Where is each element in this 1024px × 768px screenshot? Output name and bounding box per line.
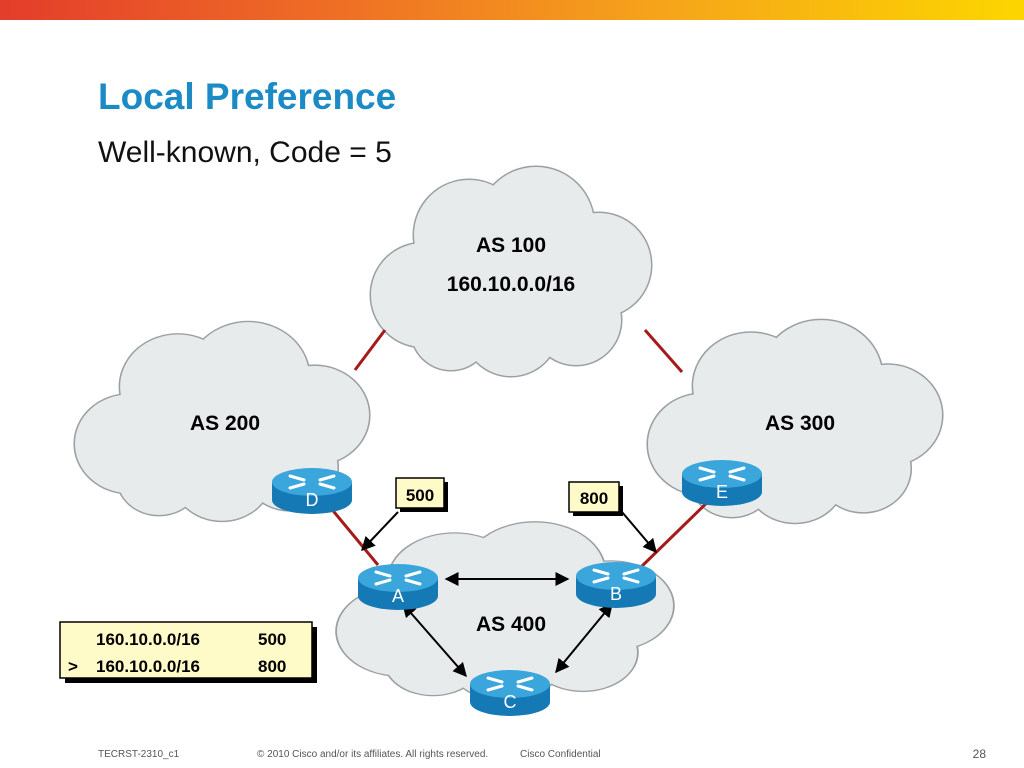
callout-500: 500 <box>395 477 448 512</box>
route-row-1-value: 500 <box>258 630 286 649</box>
link-as100-as200 <box>353 329 387 371</box>
as100-label: AS 100 <box>476 234 546 257</box>
router-arrows-icon <box>288 474 336 490</box>
router-arrows-icon <box>486 676 534 692</box>
as400-label: AS 400 <box>476 613 546 636</box>
router-arrows-icon <box>698 466 746 482</box>
router-a: A <box>358 564 438 610</box>
page-number: 28 <box>972 747 986 761</box>
router-e-label: E <box>716 482 728 502</box>
callout-800: 800 <box>568 481 623 516</box>
slide-subtitle: Well-known, Code = 5 <box>98 136 392 169</box>
route-row-2-marker: > <box>68 657 78 676</box>
route-table: 160.10.0.0/16 500 > 160.10.0.0/16 800 <box>59 621 317 683</box>
as300-label: AS 300 <box>765 412 835 435</box>
top-gradient-bar <box>0 0 1024 20</box>
router-d-label: D <box>306 490 319 510</box>
router-c-label: C <box>504 692 517 712</box>
arrow-500-to-a <box>361 511 399 552</box>
router-e: E <box>682 460 762 506</box>
footer-code: TECRST-2310_c1 <box>98 749 180 760</box>
router-b: B <box>576 562 656 608</box>
as100-prefix: 160.10.0.0/16 <box>447 273 575 296</box>
link-as100-as300 <box>643 329 684 373</box>
cloud-as100 <box>369 165 653 378</box>
arrow-a-c <box>402 602 467 678</box>
ibgp-arrows <box>361 511 657 678</box>
arrow-b-c <box>555 602 613 674</box>
callout-800-text: 800 <box>580 489 608 508</box>
callout-500-text: 500 <box>406 486 434 505</box>
footer-confidential: Cisco Confidential <box>520 749 601 760</box>
arrow-800-to-b <box>621 511 657 554</box>
route-row-1-prefix: 160.10.0.0/16 <box>96 630 200 649</box>
router-b-label: B <box>610 584 622 604</box>
slide-title: Local Preference <box>98 76 397 117</box>
as200-label: AS 200 <box>190 412 260 435</box>
footer-copyright: © 2010 Cisco and/or its affiliates. All … <box>257 749 489 760</box>
router-a-label: A <box>392 586 404 606</box>
router-d: D <box>272 468 352 514</box>
router-arrows-icon <box>374 570 422 586</box>
route-row-2-prefix: 160.10.0.0/16 <box>96 657 200 676</box>
route-row-2-value: 800 <box>258 657 286 676</box>
router-arrows-icon <box>592 568 640 584</box>
routers: D E A B C <box>272 460 762 716</box>
router-c: C <box>470 670 550 716</box>
